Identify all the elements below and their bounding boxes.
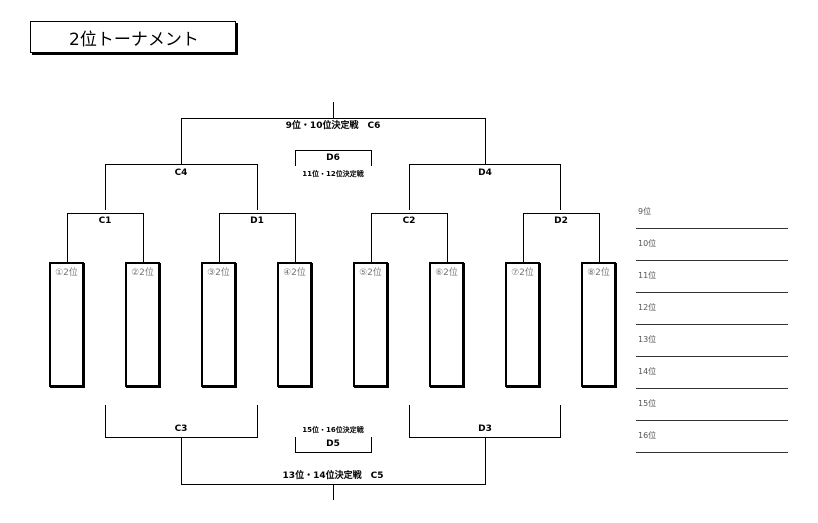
- rank-row: 10位: [636, 229, 788, 261]
- team-slot-6: ⑥2位: [429, 262, 464, 387]
- match-c2-label: C2: [402, 216, 416, 226]
- match-c4-label: C4: [174, 168, 188, 178]
- rank-row: 16位: [636, 421, 788, 453]
- rank-label: 14位: [638, 367, 657, 376]
- team-label: ⑥2位: [435, 268, 458, 278]
- team-slot-8: ⑧2位: [581, 262, 616, 387]
- team-slot-1: ①2位: [49, 262, 84, 387]
- c3-line: [105, 405, 258, 438]
- match-c6-label: 9位・10位決定戦 C6: [285, 121, 381, 131]
- team-label: ③2位: [207, 268, 230, 278]
- team-label: ①2位: [55, 268, 78, 278]
- c4-line: [105, 164, 258, 210]
- team-slot-7: ⑦2位: [505, 262, 540, 387]
- rank-row: 14位: [636, 357, 788, 389]
- team-label: ⑧2位: [587, 268, 610, 278]
- match-d3-label: D3: [478, 424, 492, 434]
- team-slot-5: ⑤2位: [353, 262, 388, 387]
- match-d4-label: D4: [478, 168, 492, 178]
- d4-line: [409, 164, 561, 210]
- c1-line: [67, 213, 144, 262]
- team-label: ②2位: [131, 268, 154, 278]
- match-d2-label: D2: [554, 216, 568, 226]
- rank-label: 12位: [638, 303, 657, 312]
- d3-line: [409, 405, 561, 438]
- rank-row: 13位: [636, 325, 788, 357]
- match-d5-label: 15位・16位決定戦: [302, 426, 364, 434]
- rank-label: 15位: [638, 399, 657, 408]
- page-title-text: 2位トーナメント: [69, 29, 199, 50]
- rank-row: 15位: [636, 389, 788, 421]
- rank-label: 16位: [638, 431, 657, 440]
- rank-label: 9位: [638, 207, 652, 216]
- team-label: ⑦2位: [511, 268, 534, 278]
- match-d6-code: D6: [326, 153, 340, 163]
- match-d1-label: D1: [250, 216, 264, 226]
- match-c5-label: 13位・14位決定戦 C5: [282, 471, 384, 481]
- match-c1-label: C1: [98, 216, 112, 226]
- rank-label: 13位: [638, 335, 657, 344]
- team-slot-4: ④2位: [277, 262, 312, 387]
- rank-row: 9位: [636, 197, 788, 229]
- final-c6-line: [181, 102, 486, 164]
- match-c3-label: C3: [174, 424, 188, 434]
- team-slot-2: ②2位: [125, 262, 160, 387]
- team-slot-3: ③2位: [201, 262, 236, 387]
- rank-row: 11位: [636, 261, 788, 293]
- match-d5-code: D5: [326, 439, 340, 449]
- team-label: ④2位: [283, 268, 306, 278]
- c2-line: [371, 213, 448, 262]
- d1-line: [219, 213, 296, 262]
- d2-line: [523, 213, 600, 262]
- rank-label: 10位: [638, 239, 657, 248]
- rank-row: 12位: [636, 293, 788, 325]
- rank-label: 11位: [638, 271, 657, 280]
- match-d6-label: 11位・12位決定戦: [302, 170, 364, 178]
- page-title: 2位トーナメント: [30, 21, 236, 53]
- team-label: ⑤2位: [359, 268, 382, 278]
- d5-line: [295, 437, 372, 453]
- c5-line: [181, 438, 486, 500]
- d6-line: [295, 150, 372, 166]
